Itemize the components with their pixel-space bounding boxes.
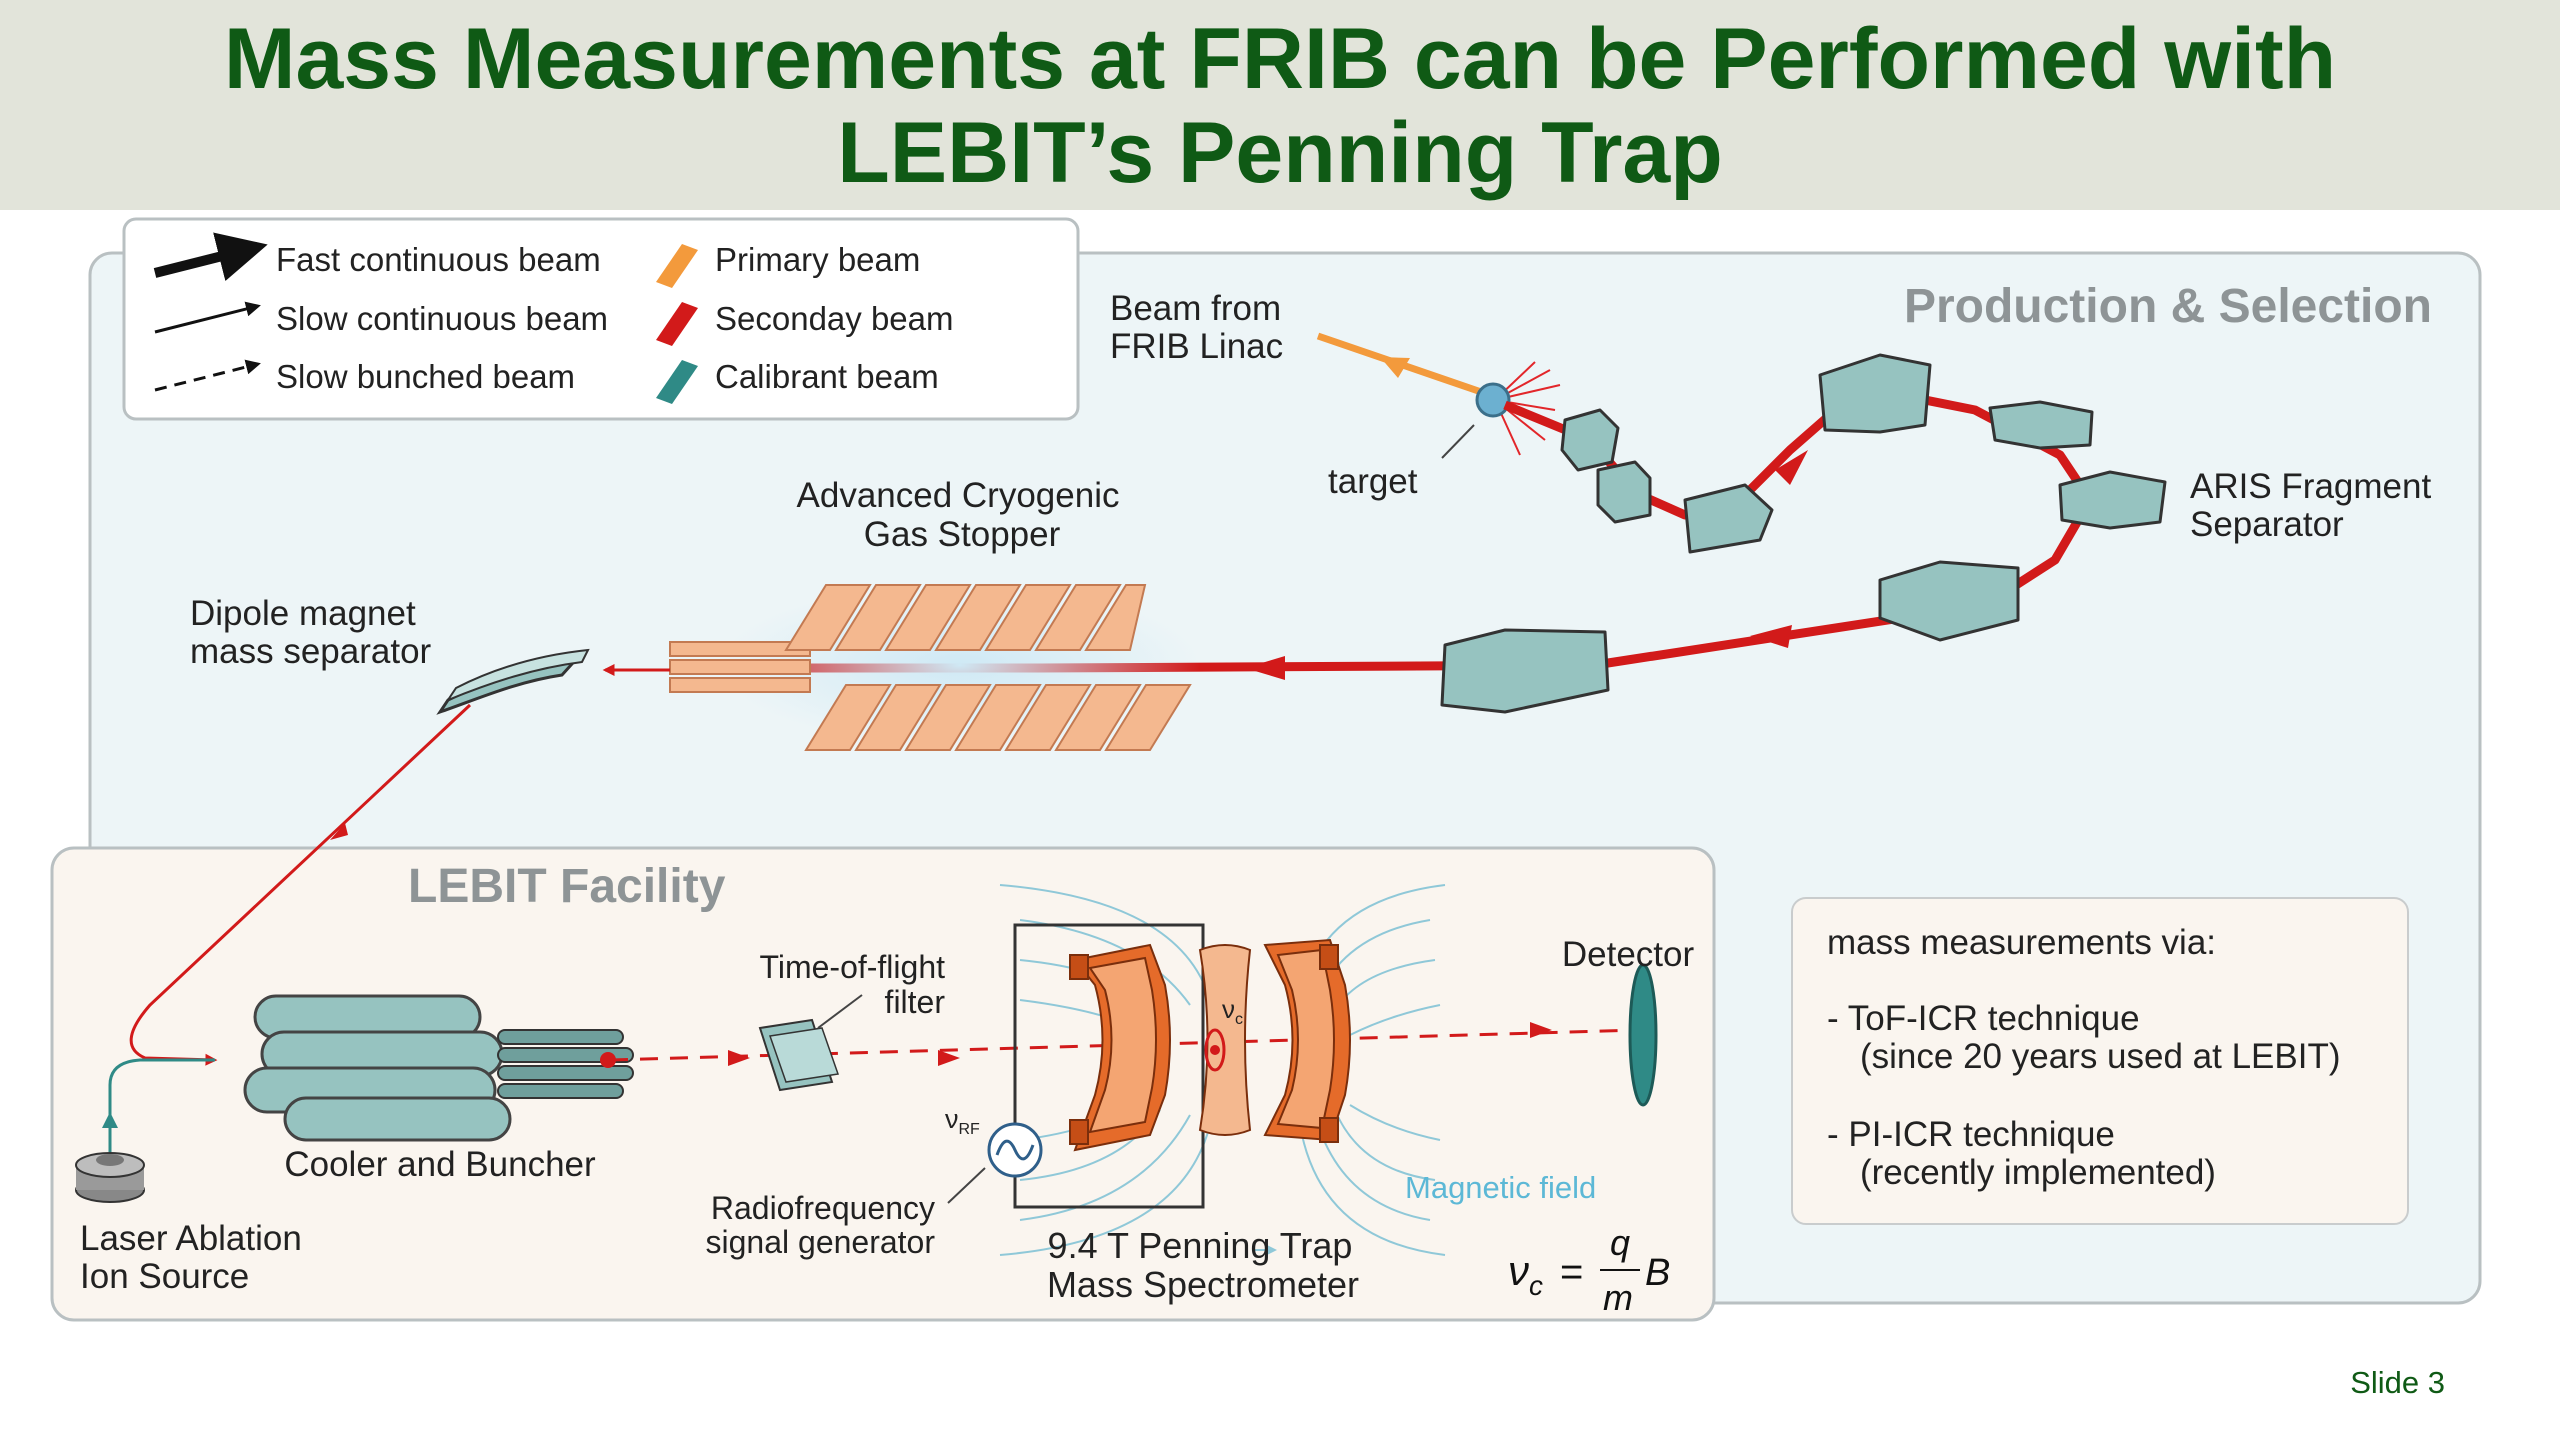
- laser-label-1: Laser Ablation: [80, 1219, 302, 1258]
- legend-secondary-swatch: [656, 302, 698, 346]
- svg-text:m: m: [1603, 1277, 1633, 1318]
- gas-stopper-label-1: Advanced Cryogenic: [797, 476, 1120, 515]
- penning-label-1: 9.4 T Penning Trap: [1048, 1225, 1353, 1266]
- beam-from-label-2: FRIB Linac: [1110, 327, 1283, 366]
- detector-label: Detector: [1562, 935, 1695, 974]
- aris-magnets: [1440, 353, 2167, 714]
- legend-fast-label: Fast continuous beam: [276, 241, 601, 278]
- beam-from-label-1: Beam from: [1110, 289, 1281, 328]
- dipole-magnet: [436, 648, 590, 715]
- magnetic-field-label: Magnetic field: [1405, 1170, 1596, 1205]
- cooler-buncher: [243, 994, 634, 1142]
- slide-number: Slide 3: [2350, 1365, 2445, 1400]
- tof-label-2: filter: [885, 984, 946, 1020]
- cooler-label: Cooler and Buncher: [284, 1145, 596, 1184]
- lebit-heading: LEBIT Facility: [408, 860, 726, 913]
- legend-slow-beam-icon: [154, 301, 261, 334]
- vc-label: νc: [1222, 994, 1243, 1028]
- legend-calibrant-swatch: [656, 360, 698, 404]
- info-box: mass measurements via: - ToF-ICR techniq…: [1791, 897, 2409, 1225]
- penning-label-2: Mass Spectrometer: [1047, 1264, 1359, 1305]
- legend-bunched-beam-icon: [154, 359, 261, 392]
- target-icon: [1475, 361, 1566, 456]
- production-heading: Production & Selection: [1904, 280, 2432, 333]
- penning-trap: [1069, 938, 1351, 1152]
- rf-generator-label-1: Radiofrequency: [711, 1190, 935, 1226]
- calibrant-beam: [108, 1058, 215, 1152]
- tof-label-1: Time-of-flight: [759, 949, 945, 985]
- svg-text:q: q: [1610, 1222, 1630, 1263]
- laser-label-2: Ion Source: [80, 1257, 249, 1296]
- rf-generator-label-2: signal generator: [706, 1224, 936, 1260]
- beamline-diagram: Production & Selection Fast continuous b…: [50, 217, 2482, 1322]
- laser-ablation-source-icon: [75, 1152, 145, 1203]
- dipole-label-1: Dipole magnet: [190, 594, 416, 633]
- slide-title-line1: Mass Measurements at FRIB can be Perform…: [223, 11, 2337, 107]
- gas-stopper-label-2: Gas Stopper: [864, 515, 1061, 554]
- secondary-beam-to-lebit: [129, 703, 472, 1066]
- info-item1-line2: (since 20 years used at LEBIT): [1860, 1037, 2341, 1076]
- legend-primary-swatch: [656, 244, 698, 288]
- info-item1-line1: - ToF-ICR technique: [1827, 999, 2140, 1038]
- tof-filter: [758, 1018, 840, 1092]
- slide-title-line2: LEBIT’s Penning Trap: [837, 105, 1723, 201]
- target-label: target: [1328, 462, 1418, 501]
- penning-trap-frame: [1013, 923, 1205, 1209]
- gas-stopper: [669, 584, 1192, 751]
- legend-fast-beam-icon: [153, 232, 268, 282]
- vrf-label: νRF: [945, 1104, 980, 1138]
- legend-slow-label: Slow continuous beam: [276, 300, 608, 337]
- svg-text:=: =: [1560, 1250, 1583, 1294]
- slide-title: Mass Measurements at FRIB can be Perform…: [0, 0, 2560, 200]
- legend-calibrant-label: Calibrant beam: [715, 358, 939, 395]
- detector-icon: [1628, 963, 1658, 1107]
- dipole-label-2: mass separator: [190, 632, 432, 671]
- legend-primary-label: Primary beam: [715, 241, 920, 278]
- info-heading: mass measurements via:: [1827, 923, 2216, 962]
- legend: Fast continuous beam Slow continuous bea…: [122, 217, 1080, 421]
- svg-text:νc: νc: [1508, 1247, 1543, 1301]
- aris-label-2: Separator: [2190, 505, 2344, 544]
- aris-label-1: ARIS Fragment: [2190, 467, 2431, 506]
- rf-generator-icon: [987, 1122, 1043, 1178]
- svg-text:B: B: [1645, 1252, 1670, 1294]
- info-item2-line2: (recently implemented): [1860, 1153, 2216, 1192]
- info-item2-line1: - PI-ICR technique: [1827, 1115, 2115, 1154]
- title-bar: Mass Measurements at FRIB can be Perform…: [0, 0, 2560, 210]
- legend-bunched-label: Slow bunched beam: [276, 358, 575, 395]
- legend-secondary-label: Seconday beam: [715, 300, 954, 337]
- cyclotron-frequency-formula: νc = q m B: [1508, 1222, 1670, 1318]
